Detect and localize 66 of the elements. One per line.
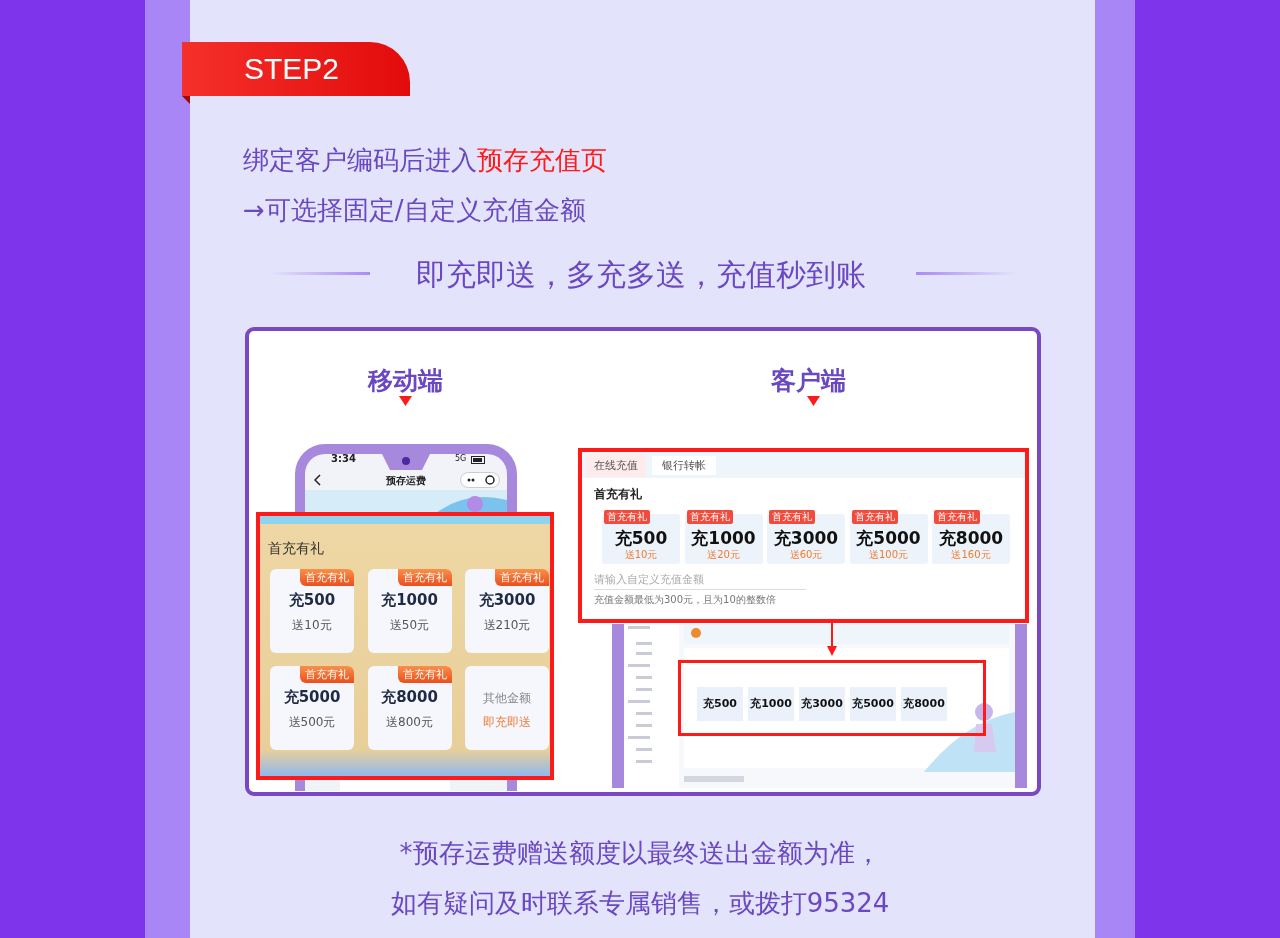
- coupon-bonus: 送60元: [788, 548, 824, 562]
- coupon-amount: 充5000: [851, 696, 895, 711]
- coupon-tag: 首充有礼: [686, 510, 733, 524]
- coupon-tag: 首充有礼: [769, 510, 815, 524]
- coupon-bonus: 送10元: [623, 548, 659, 562]
- coupon-card: [367, 666, 452, 750]
- input-field: 请输入自定义充值金额: [594, 572, 806, 590]
- coupon-amount: 充5000: [855, 527, 922, 550]
- coupon-amount: 充3000: [800, 696, 844, 711]
- coupon-amount: 充8000: [937, 527, 1005, 550]
- coupon-bonus: 送800元: [385, 714, 434, 731]
- zoom-box: [578, 448, 1029, 623]
- coupon-card: [270, 666, 354, 750]
- coupon-bonus: 送210元: [482, 617, 532, 634]
- slogan-text: 即充即送，多充多送，充值秒到账: [415, 256, 867, 294]
- tab: 在线充值: [586, 454, 646, 477]
- coupon-amount: 充1000: [380, 591, 439, 610]
- highlight-text: 预存充值页: [477, 145, 607, 175]
- coupon-amount: 充500: [613, 527, 669, 550]
- coupon-tag: 首充有礼: [604, 510, 650, 524]
- app-title: 预存运费: [385, 474, 427, 488]
- tab: 银行转帐: [652, 456, 716, 475]
- coupon-card: [465, 569, 549, 653]
- coupon-card: [465, 666, 549, 750]
- coupon-bonus: 送10元: [291, 617, 333, 634]
- coupon-card: [367, 569, 452, 653]
- zoom-box: [678, 660, 986, 736]
- section-title: 首充有礼: [594, 486, 642, 503]
- coupon-bonus: 即充即送: [482, 714, 532, 731]
- coupon-tag: 首充有礼: [397, 569, 452, 586]
- zoom-box: [256, 512, 554, 780]
- footnote-text: *预存运费赠送额度以最终送出金额为准，: [398, 837, 882, 870]
- status-signal: 5G: [455, 454, 467, 463]
- coupon-amount: 充3000: [772, 527, 840, 550]
- coupon-amount: 其他金额: [482, 690, 532, 707]
- section-title: 首充有礼: [268, 540, 324, 558]
- coupon-amount: 充8000: [902, 696, 946, 711]
- coupon-amount: 充3000: [477, 591, 537, 610]
- intro-text: →可选择固定/自定义充值金额: [243, 194, 586, 227]
- footnote-text: 如有疑问及时联系专属销售，或拨打95324: [389, 887, 891, 920]
- coupon-bonus: 送160元: [950, 548, 992, 562]
- coupon-tag: 首充有礼: [300, 666, 354, 683]
- hint-text: 充值金额最低为300元，且为10的整数倍: [594, 593, 776, 607]
- section-heading: 客户端: [769, 365, 847, 397]
- step-badge: STEP2: [182, 42, 410, 96]
- intro-text: 绑定客户编码后进入: [243, 145, 477, 175]
- coupon-bonus: 送20元: [706, 548, 741, 562]
- section-heading: 移动端: [366, 365, 444, 397]
- coupon-tag: 首充有礼: [397, 666, 452, 683]
- callout-arrow: [827, 622, 837, 656]
- coupon-tag: 首充有礼: [495, 569, 549, 586]
- coupon-amount: 充500: [287, 591, 337, 610]
- coupon-amount: 充1000: [690, 527, 757, 550]
- coupon-bonus: 送100元: [867, 548, 910, 562]
- coupon-amount: 充8000: [380, 688, 439, 707]
- coupon-amount: 充500: [702, 696, 738, 711]
- coupon-bonus: 送500元: [287, 714, 337, 731]
- coupon-bonus: 送50元: [388, 617, 431, 634]
- coupon-tag: 首充有礼: [934, 510, 980, 524]
- coupon-card: [270, 569, 354, 653]
- coupon-tag: 首充有礼: [300, 569, 354, 586]
- phone-screenshot: [295, 444, 517, 512]
- coupon-amount: 充1000: [749, 696, 793, 711]
- coupon-amount: 充5000: [282, 688, 342, 707]
- status-time: 3:34: [331, 453, 356, 464]
- coupon-tag: 首充有礼: [851, 510, 898, 524]
